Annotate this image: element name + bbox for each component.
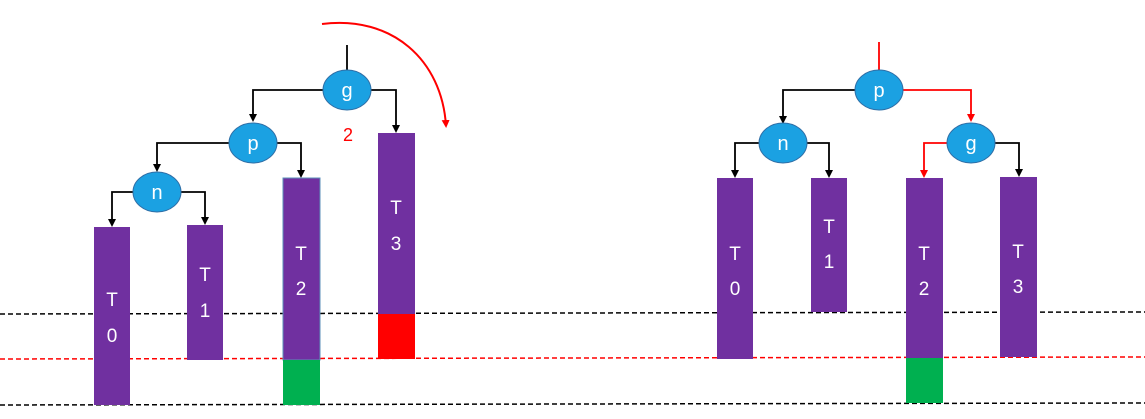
edge-p-n [779, 89, 856, 124]
subtree-t1-index: 1 [824, 252, 835, 273]
subtree-t0-letter: T [729, 244, 741, 265]
subtree-t3: T 3 [378, 133, 415, 359]
subtree-t3-index: 3 [1013, 277, 1024, 298]
subtree-t2: T 2 [282, 177, 321, 405]
subtree-t2-index: 2 [919, 279, 930, 300]
right-tree: p n g T 0 T 1 T 2 T 3 [717, 42, 1037, 403]
edge-p-g [902, 89, 975, 122]
subtree-t1: T 1 [187, 225, 223, 360]
node-p: p [228, 122, 278, 164]
subtree-t1-letter: T [199, 265, 211, 286]
imbalance-label: 2 [343, 125, 353, 145]
guide-line-middle [0, 356, 1145, 360]
edge-g-t2 [920, 142, 948, 178]
subtree-t3: T 3 [1000, 177, 1037, 357]
guide-line-top [0, 311, 1145, 315]
edge-n-t0 [731, 142, 760, 178]
subtree-t0-letter: T [106, 290, 118, 311]
subtree-t0-index: 0 [730, 279, 741, 300]
left-tree: g p n 2 T 0 T 1 T 2 [94, 21, 450, 405]
subtree-t2: T 2 [906, 178, 943, 403]
subtree-t0: T 0 [94, 227, 130, 405]
edge-g-p [249, 89, 323, 122]
guide-line-bottom [0, 402, 1145, 406]
node-g-label: g [341, 80, 352, 102]
node-g: g [322, 69, 372, 111]
subtree-t2-overflow [906, 358, 943, 403]
edge-p-n [153, 142, 230, 172]
node-n: n [132, 171, 182, 213]
subtree-t1: T 1 [811, 178, 847, 312]
subtree-t3-overflow [378, 314, 415, 359]
node-n-label: n [151, 182, 162, 204]
node-g: g [946, 122, 996, 164]
subtree-t3-index: 3 [391, 234, 402, 255]
node-n: n [758, 122, 808, 164]
node-p: p [854, 69, 904, 111]
node-p-label: p [247, 133, 258, 155]
subtree-t1-letter: T [823, 217, 835, 238]
edge-n-t0 [108, 191, 134, 227]
edge-n-t1 [806, 142, 833, 178]
node-g-label: g [965, 133, 976, 155]
subtree-t2-overflow [283, 360, 320, 405]
subtree-t0-index: 0 [107, 326, 118, 347]
subtree-t2-letter: T [918, 244, 930, 265]
node-p-label: p [873, 80, 884, 102]
subtree-t0: T 0 [717, 178, 753, 359]
edge-g-t3 [994, 142, 1023, 177]
subtree-t2-letter: T [295, 244, 307, 265]
rotation-arrow [321, 21, 450, 128]
subtree-t3-letter: T [390, 198, 402, 219]
edge-g-t3 [371, 89, 400, 133]
subtree-t2-index: 2 [296, 279, 307, 300]
edge-p-t2 [276, 142, 305, 178]
edge-n-t1 [180, 191, 209, 225]
subtree-t3-letter: T [1012, 242, 1024, 263]
node-n-label: n [777, 133, 788, 155]
subtree-t1-index: 1 [200, 301, 211, 322]
